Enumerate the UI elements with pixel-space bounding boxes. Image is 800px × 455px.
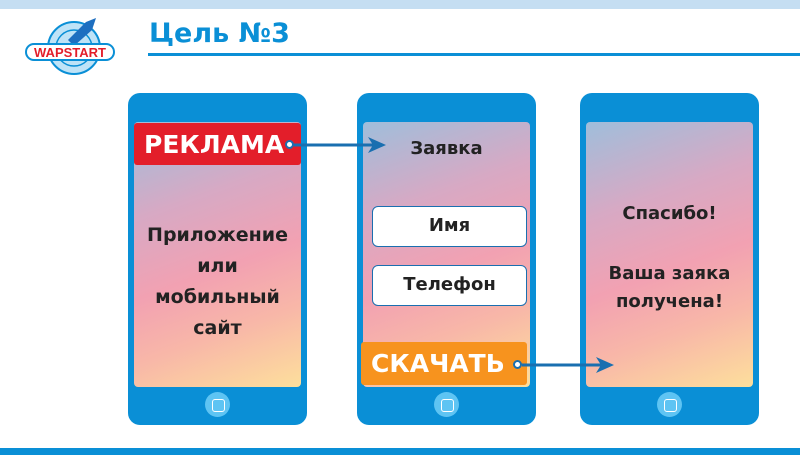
title-underline — [148, 53, 800, 56]
app-label-1: Приложение — [147, 224, 288, 246]
top-strip — [0, 0, 800, 9]
connector-dot — [285, 140, 294, 149]
phone-form: Заявка Имя Телефон СКАЧАТЬ — [357, 93, 536, 425]
page-title: Цель №3 — [149, 18, 290, 49]
home-button — [434, 392, 459, 417]
arrow-right-icon — [294, 137, 386, 153]
download-button[interactable]: СКАЧАТЬ — [361, 342, 527, 385]
svg-text:WAPSTART: WAPSTART — [34, 45, 106, 60]
phone-field[interactable]: Телефон — [372, 265, 527, 306]
arrow-right-icon — [522, 357, 614, 373]
phone-screen: Спасибо! Ваша заяка получена! — [586, 122, 753, 387]
ad-banner[interactable]: РЕКЛАМА — [134, 123, 301, 165]
received-line-2: получена! — [615, 291, 724, 312]
ad-label: РЕКЛАМА — [144, 129, 285, 159]
home-button — [205, 392, 230, 417]
phone-app: Приложение или мобильный сайт РЕКЛАМА — [128, 93, 307, 425]
connector-dot — [513, 360, 522, 369]
phone-screen: Приложение или мобильный сайт — [134, 122, 301, 387]
name-field[interactable]: Имя — [372, 206, 527, 247]
app-label-4: сайт — [193, 317, 242, 339]
download-label: СКАЧАТЬ — [371, 349, 505, 378]
bottom-bar — [0, 448, 800, 455]
home-button — [657, 392, 682, 417]
app-label-2: или — [197, 255, 238, 277]
form-heading: Заявка — [410, 138, 483, 159]
app-label-3: мобильный — [155, 286, 280, 308]
wapstart-logo: WAPSTART — [25, 18, 115, 75]
received-line-1: Ваша заяка — [608, 263, 731, 284]
thanks-text: Спасибо! — [622, 203, 717, 224]
phone-thanks: Спасибо! Ваша заяка получена! — [580, 93, 759, 425]
